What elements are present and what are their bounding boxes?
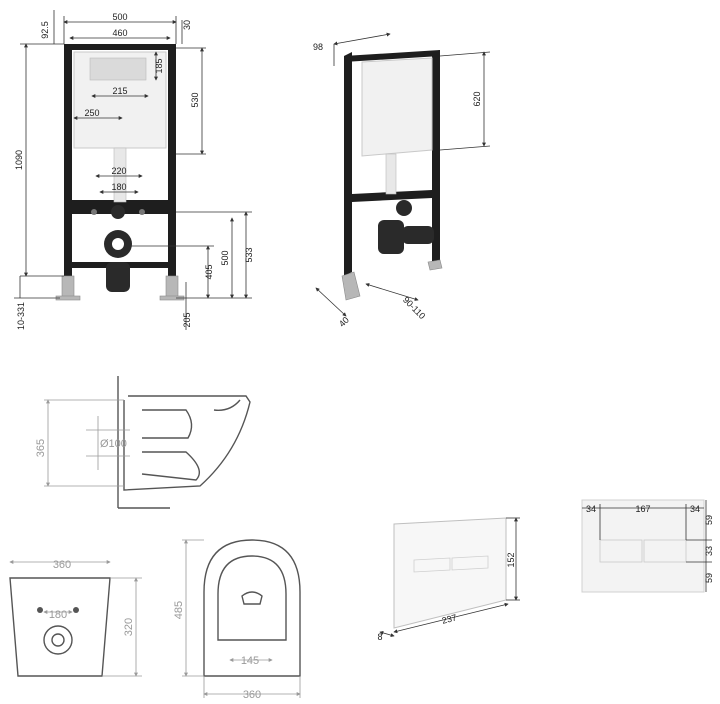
dim-plate-width: 237 xyxy=(441,612,458,625)
frame-foot-right xyxy=(165,275,179,299)
toilet-back-bolt-right xyxy=(73,607,79,613)
toilet-side-trap-upper xyxy=(142,409,193,439)
side-foot-left xyxy=(341,271,361,301)
toilet-side-trap-lower xyxy=(141,451,200,481)
side-cistern-body xyxy=(361,57,433,157)
toilet-top-view: 485 145 360 xyxy=(173,539,301,701)
mounting-bolt-right xyxy=(139,209,145,215)
side-inlet-valve xyxy=(396,200,412,216)
dim-height-500: 500 xyxy=(220,250,230,265)
dim-opening-offset: 250 xyxy=(84,108,99,118)
dim-cistern-height: 530 xyxy=(190,92,200,107)
flush-plate-front-button-left xyxy=(599,539,643,563)
toilet-back-bolt-left xyxy=(37,607,43,613)
toilet-top-drain xyxy=(241,591,263,605)
toilet-back-outlet-inner xyxy=(51,633,65,647)
dim-side-cistern-height: 620 xyxy=(472,91,482,106)
side-waste-outlet xyxy=(402,226,434,244)
dim-back-bolt-spacing: 180 xyxy=(49,609,67,621)
flush-plate-3d-view: 152 237 8 xyxy=(377,517,520,642)
dim-opening-width: 215 xyxy=(112,86,127,96)
dim-foot-205: 205 xyxy=(182,312,192,327)
flush-plate-front-face xyxy=(581,499,705,593)
side-waste-bend xyxy=(378,220,404,254)
toilet-side-section: 365 Ø100 xyxy=(35,376,251,509)
dim-height-533: 533 xyxy=(244,247,254,262)
dim-top-width: 360 xyxy=(243,689,261,701)
dim-plate-depth: 8 xyxy=(377,632,382,642)
dim-back-width: 360 xyxy=(53,559,71,571)
flush-plate-button-left xyxy=(413,557,451,573)
waste-connector-bore xyxy=(112,238,124,250)
side-flush-pipe xyxy=(385,153,397,195)
frame-foot-left xyxy=(61,275,75,299)
dim-front-right-margin: 34 xyxy=(690,504,700,514)
dim-back-height: 320 xyxy=(123,618,135,636)
dim-cistern-top: 185 xyxy=(154,58,164,73)
dim-height-405: 405 xyxy=(204,264,214,279)
side-foot-right xyxy=(427,259,443,271)
dim-front-bottom-margin: 59 xyxy=(704,573,714,583)
side-frame-left-post xyxy=(344,52,352,276)
dim-frame-width-outer: 500 xyxy=(112,12,127,22)
dim-side-foot-depth: 40 xyxy=(337,315,351,329)
frame-front-view: 500 460 92.5 30 185 215 250 530 1090 220… xyxy=(14,10,254,330)
dim-frame-width-inner: 460 xyxy=(112,28,127,38)
flush-plate-face xyxy=(393,517,507,629)
dim-top-right: 30 xyxy=(182,20,192,30)
side-frame-mid-rail xyxy=(352,190,432,202)
flush-plate-front-button-right xyxy=(643,539,687,563)
dim-plate-height: 152 xyxy=(506,552,516,567)
dim-top-length: 485 xyxy=(173,601,185,619)
toilet-back-outline xyxy=(9,577,111,677)
dim-top-seat-width: 145 xyxy=(241,655,259,667)
dim-foot-range: 10-331 xyxy=(16,302,26,330)
dim-total-height: 1090 xyxy=(14,150,24,170)
toilet-side-rim xyxy=(213,399,241,411)
dim-bolt-spacing: 180 xyxy=(111,182,126,192)
dim-toilet-height: 365 xyxy=(35,439,47,457)
frame-right-post xyxy=(168,44,176,276)
waste-outlet-bend xyxy=(106,262,130,292)
dim-front-top-margin: 59 xyxy=(704,515,714,525)
frame-side-view: 98 620 40 90-110 xyxy=(313,32,491,329)
dim-top-offset: 92.5 xyxy=(40,21,50,39)
flush-plate-button-right xyxy=(451,555,489,571)
frame-top-rail xyxy=(64,44,176,50)
side-frame-right-post xyxy=(432,50,440,264)
frame-left-post xyxy=(64,44,72,276)
dim-outlet-diameter: Ø100 xyxy=(100,438,127,450)
dim-side-depth-top: 98 xyxy=(313,42,323,52)
dim-front-button-width: 167 xyxy=(635,504,650,514)
side-frame-top-rail xyxy=(344,50,440,62)
dim-front-left-margin: 34 xyxy=(586,504,596,514)
flush-plate-front-view: 34 167 34 59 33 59 xyxy=(581,499,714,593)
inlet-valve xyxy=(111,205,125,219)
toilet-top-bowl xyxy=(217,555,287,641)
toilet-back-view: 180 360 320 xyxy=(9,559,142,677)
dim-pipe-spacing: 220 xyxy=(111,166,126,176)
toilet-back-outlet xyxy=(43,625,73,655)
toilet-side-outline xyxy=(123,395,251,491)
toilet-top-outline xyxy=(203,539,301,677)
cistern-access-opening xyxy=(89,57,147,81)
mounting-bolt-left xyxy=(91,209,97,215)
dim-front-button-height: 33 xyxy=(704,546,714,556)
